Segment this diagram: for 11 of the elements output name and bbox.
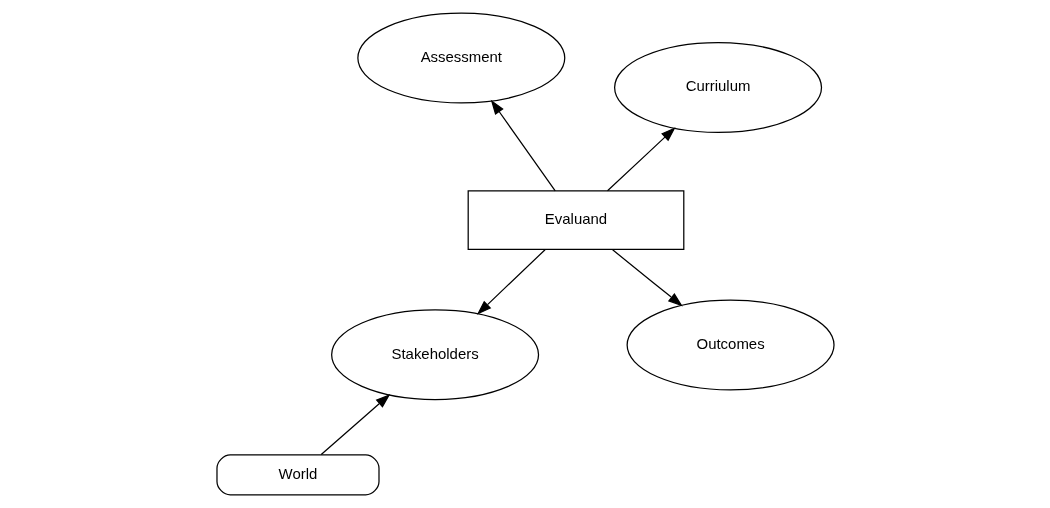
arrow xyxy=(606,127,676,192)
arrow xyxy=(611,249,683,307)
node-ellipse: Stakeholders xyxy=(330,309,539,401)
node-ellipse: Outcomes xyxy=(626,299,835,391)
node-ellipse: Assessment xyxy=(356,12,565,104)
node-box: Evaluand xyxy=(467,190,684,251)
arrow xyxy=(320,393,390,456)
node-box: World xyxy=(215,454,380,496)
node-ellipse: Curriulum xyxy=(613,42,822,133)
arrow xyxy=(476,249,546,315)
arrow xyxy=(490,99,556,192)
